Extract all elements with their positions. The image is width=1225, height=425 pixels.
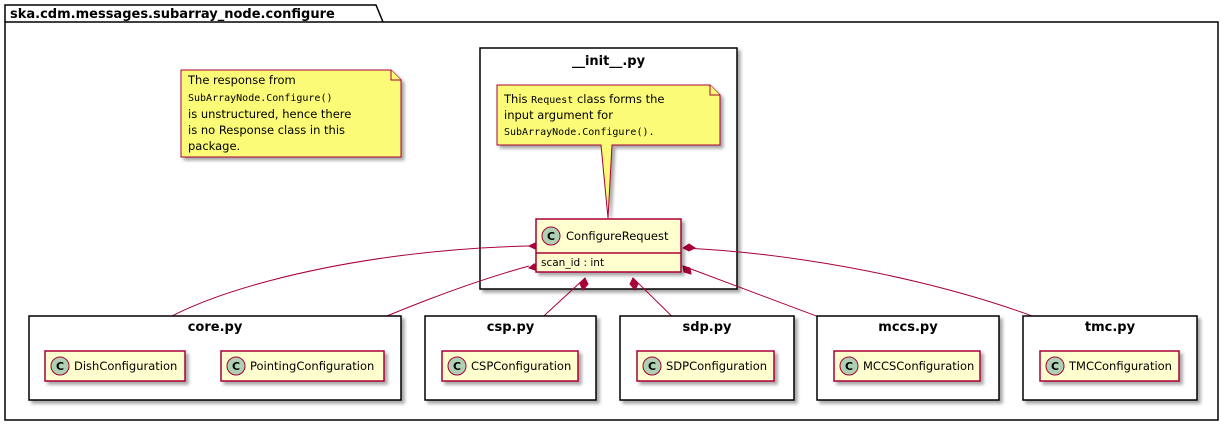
- csp-configuration-name: CSPConfiguration: [471, 359, 571, 373]
- diamond-sdp: [629, 277, 639, 291]
- class-icon: [50, 356, 70, 376]
- configure-request-class[interactable]: [535, 218, 682, 273]
- outer-package-tab: [4, 4, 384, 23]
- class-icon-letter: C: [648, 360, 656, 373]
- response-note: [180, 69, 402, 158]
- class-icon: [541, 226, 561, 246]
- package-csp-title: csp.py: [487, 320, 535, 335]
- response-note-line-1: The response from: [187, 73, 296, 87]
- request-note-line-2-text: input argument for: [504, 108, 613, 122]
- response-note-line-3: is unstructured, hence there: [188, 107, 351, 121]
- package-core: core.py C DishConfiguration C PointingCo…: [28, 315, 402, 401]
- class-icon: [642, 356, 662, 376]
- csp-configuration-class[interactable]: C CSPConfiguration: [441, 350, 579, 382]
- request-note-text: This Request class forms the input argum…: [503, 92, 668, 138]
- class-icon-letter: C: [232, 360, 240, 373]
- init-package-title: __init__.py: [572, 54, 646, 69]
- package-csp: csp.py C CSPConfiguration: [424, 315, 597, 401]
- package-tmc: tmc.py C TMCConfiguration: [1022, 315, 1198, 401]
- response-note-line-4: is no Response class in this: [188, 123, 345, 137]
- pointing-configuration-class[interactable]: C PointingConfiguration: [220, 350, 385, 382]
- request-note-line-1-a: This: [503, 92, 531, 106]
- request-note-fold: [709, 85, 720, 96]
- pointing-configuration-name: PointingConfiguration: [250, 359, 374, 373]
- class-icon: [226, 356, 246, 376]
- diamond-tmc: [682, 243, 696, 252]
- package-sdp-title: sdp.py: [682, 320, 732, 335]
- diamond-mccs: [682, 265, 692, 275]
- response-note-line-4-text: is no Response class in this: [188, 123, 345, 137]
- request-note-line-2: input argument for: [504, 108, 613, 122]
- class-icon-letter: C: [845, 360, 853, 373]
- package-sdp: sdp.py C SDPConfiguration: [619, 315, 795, 401]
- package-core-title: core.py: [188, 320, 243, 335]
- sdp-configuration-class[interactable]: C SDPConfiguration: [636, 350, 775, 382]
- sdp-configuration-name: SDPConfiguration: [666, 359, 767, 373]
- dish-configuration-name: DishConfiguration: [74, 359, 177, 373]
- class-icon: [1045, 356, 1065, 376]
- mccs-configuration-class[interactable]: C MCCSConfiguration: [833, 350, 981, 382]
- class-icon-letter: C: [56, 360, 64, 373]
- class-icon-letter: C: [453, 360, 461, 373]
- pointing-configuration-box: [220, 350, 385, 382]
- response-note-text: The response from SubArrayNode.Configure…: [187, 73, 355, 153]
- response-note-shape: [180, 69, 402, 158]
- package-mccs-title: mccs.py: [878, 320, 938, 335]
- response-note-line-2-text: SubArrayNode.Configure(): [188, 93, 333, 104]
- package-mccs: mccs.py C MCCSConfiguration: [816, 315, 1000, 401]
- request-note-line-1: This Request class forms the: [503, 92, 665, 106]
- outer-package-title: ska.cdm.messages.subarray_node.configure: [10, 7, 335, 22]
- request-note-line-3-text: SubArrayNode.Configure().: [504, 127, 655, 138]
- configure-request-name: ConfigureRequest: [566, 229, 669, 243]
- mccs-configuration-name: MCCSConfiguration: [863, 359, 974, 373]
- diamond-csp: [579, 277, 589, 291]
- response-note-line-5: package.: [188, 139, 240, 153]
- response-note-fold: [390, 70, 401, 81]
- tmc-configuration-class[interactable]: C TMCConfiguration: [1039, 350, 1180, 382]
- sdp-configuration-box: [636, 350, 775, 382]
- class-icon-letter: C: [547, 230, 555, 243]
- tmc-configuration-name: TMCConfiguration: [1068, 359, 1172, 373]
- response-note-line-1-text: The response from: [187, 73, 296, 87]
- package-tmc-title: tmc.py: [1085, 320, 1136, 335]
- request-note-line-3: SubArrayNode.Configure().: [504, 127, 655, 138]
- request-note-line-1-c: class forms the: [573, 92, 664, 106]
- response-note-line-3-text: is unstructured, hence there: [188, 107, 351, 121]
- request-note-line-1-b: Request: [531, 95, 573, 106]
- class-icon-letter: C: [1051, 360, 1059, 373]
- configure-request-box: [535, 218, 682, 273]
- configure-request-attribute: scan_id : int: [541, 257, 604, 269]
- response-note-line-2: SubArrayNode.Configure(): [188, 93, 333, 104]
- class-icon: [839, 356, 859, 376]
- class-icon: [447, 356, 467, 376]
- dish-configuration-class[interactable]: C DishConfiguration: [44, 350, 186, 382]
- request-note: [496, 84, 721, 219]
- response-note-line-5-text: package.: [188, 139, 240, 153]
